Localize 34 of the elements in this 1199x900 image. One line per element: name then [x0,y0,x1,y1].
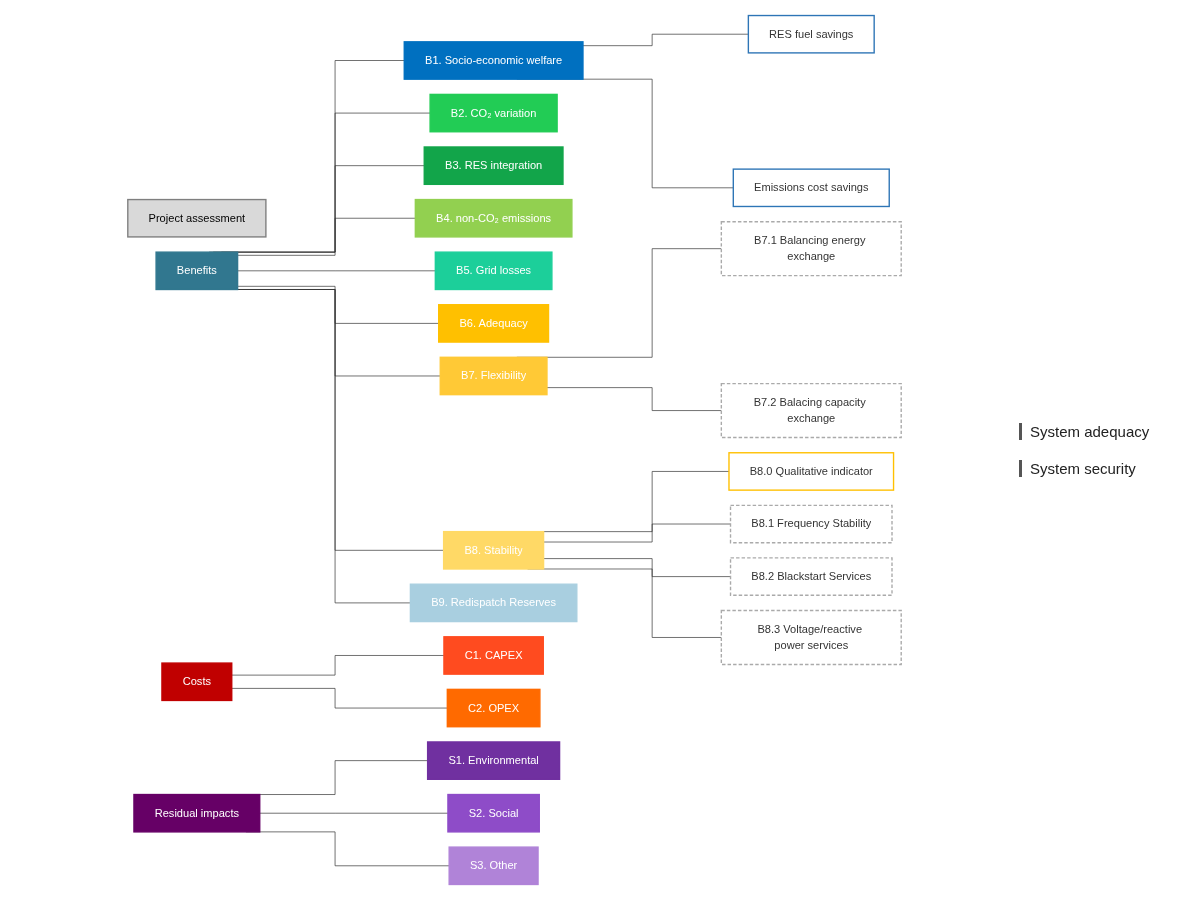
node-box: C1. CAPEX [443,636,544,675]
node-box: B7. Flexibility [439,356,548,396]
node-box: B2. CO₂ variation [429,93,558,133]
node-box: S1. Environmental [426,741,561,780]
node-box: B7.2 Balacing capacity exchange [720,382,902,439]
node-box: C2. OPEX [446,688,541,728]
node-box: B8. Stability [442,530,545,570]
node-box: RES fuel savings [747,14,875,54]
node-box: Benefits [155,251,239,291]
bracket-label: System security [1019,460,1189,477]
node-box: B9. Redispatch Reserves [409,583,578,623]
node-box: B4. non-CO₂ emissions [414,198,573,238]
node-box: Emissions cost savings [732,168,890,208]
node-box: Residual impacts [133,793,261,833]
connector [543,558,731,577]
connector [582,33,749,47]
node-box: B5. Grid losses [434,251,553,291]
connector [231,688,448,709]
node-box: S2. Social [447,793,540,833]
node-box: B8.2 Blackstart Services [729,557,893,596]
node-box: B3. RES integration [423,146,564,186]
node-box: B1. Socio-economic welfare [403,41,584,80]
connector [543,523,731,543]
node-box: Costs [161,662,233,702]
node-box: B8.1 Frequency Stability [729,504,893,544]
node-box: S3. Other [448,846,539,886]
bracket-label: System adequacy [1019,423,1189,440]
connector [237,217,416,256]
node-box: B6. Adequacy [438,304,550,343]
node-box: B8.0 Qualitative indicator [728,452,895,491]
node-box: B7.1 Balancing energy exchange [720,221,902,277]
connector [546,387,722,411]
node-box: Project assessment [127,198,267,238]
node-box: B8.3 Voltage/reactive power services [720,609,902,666]
